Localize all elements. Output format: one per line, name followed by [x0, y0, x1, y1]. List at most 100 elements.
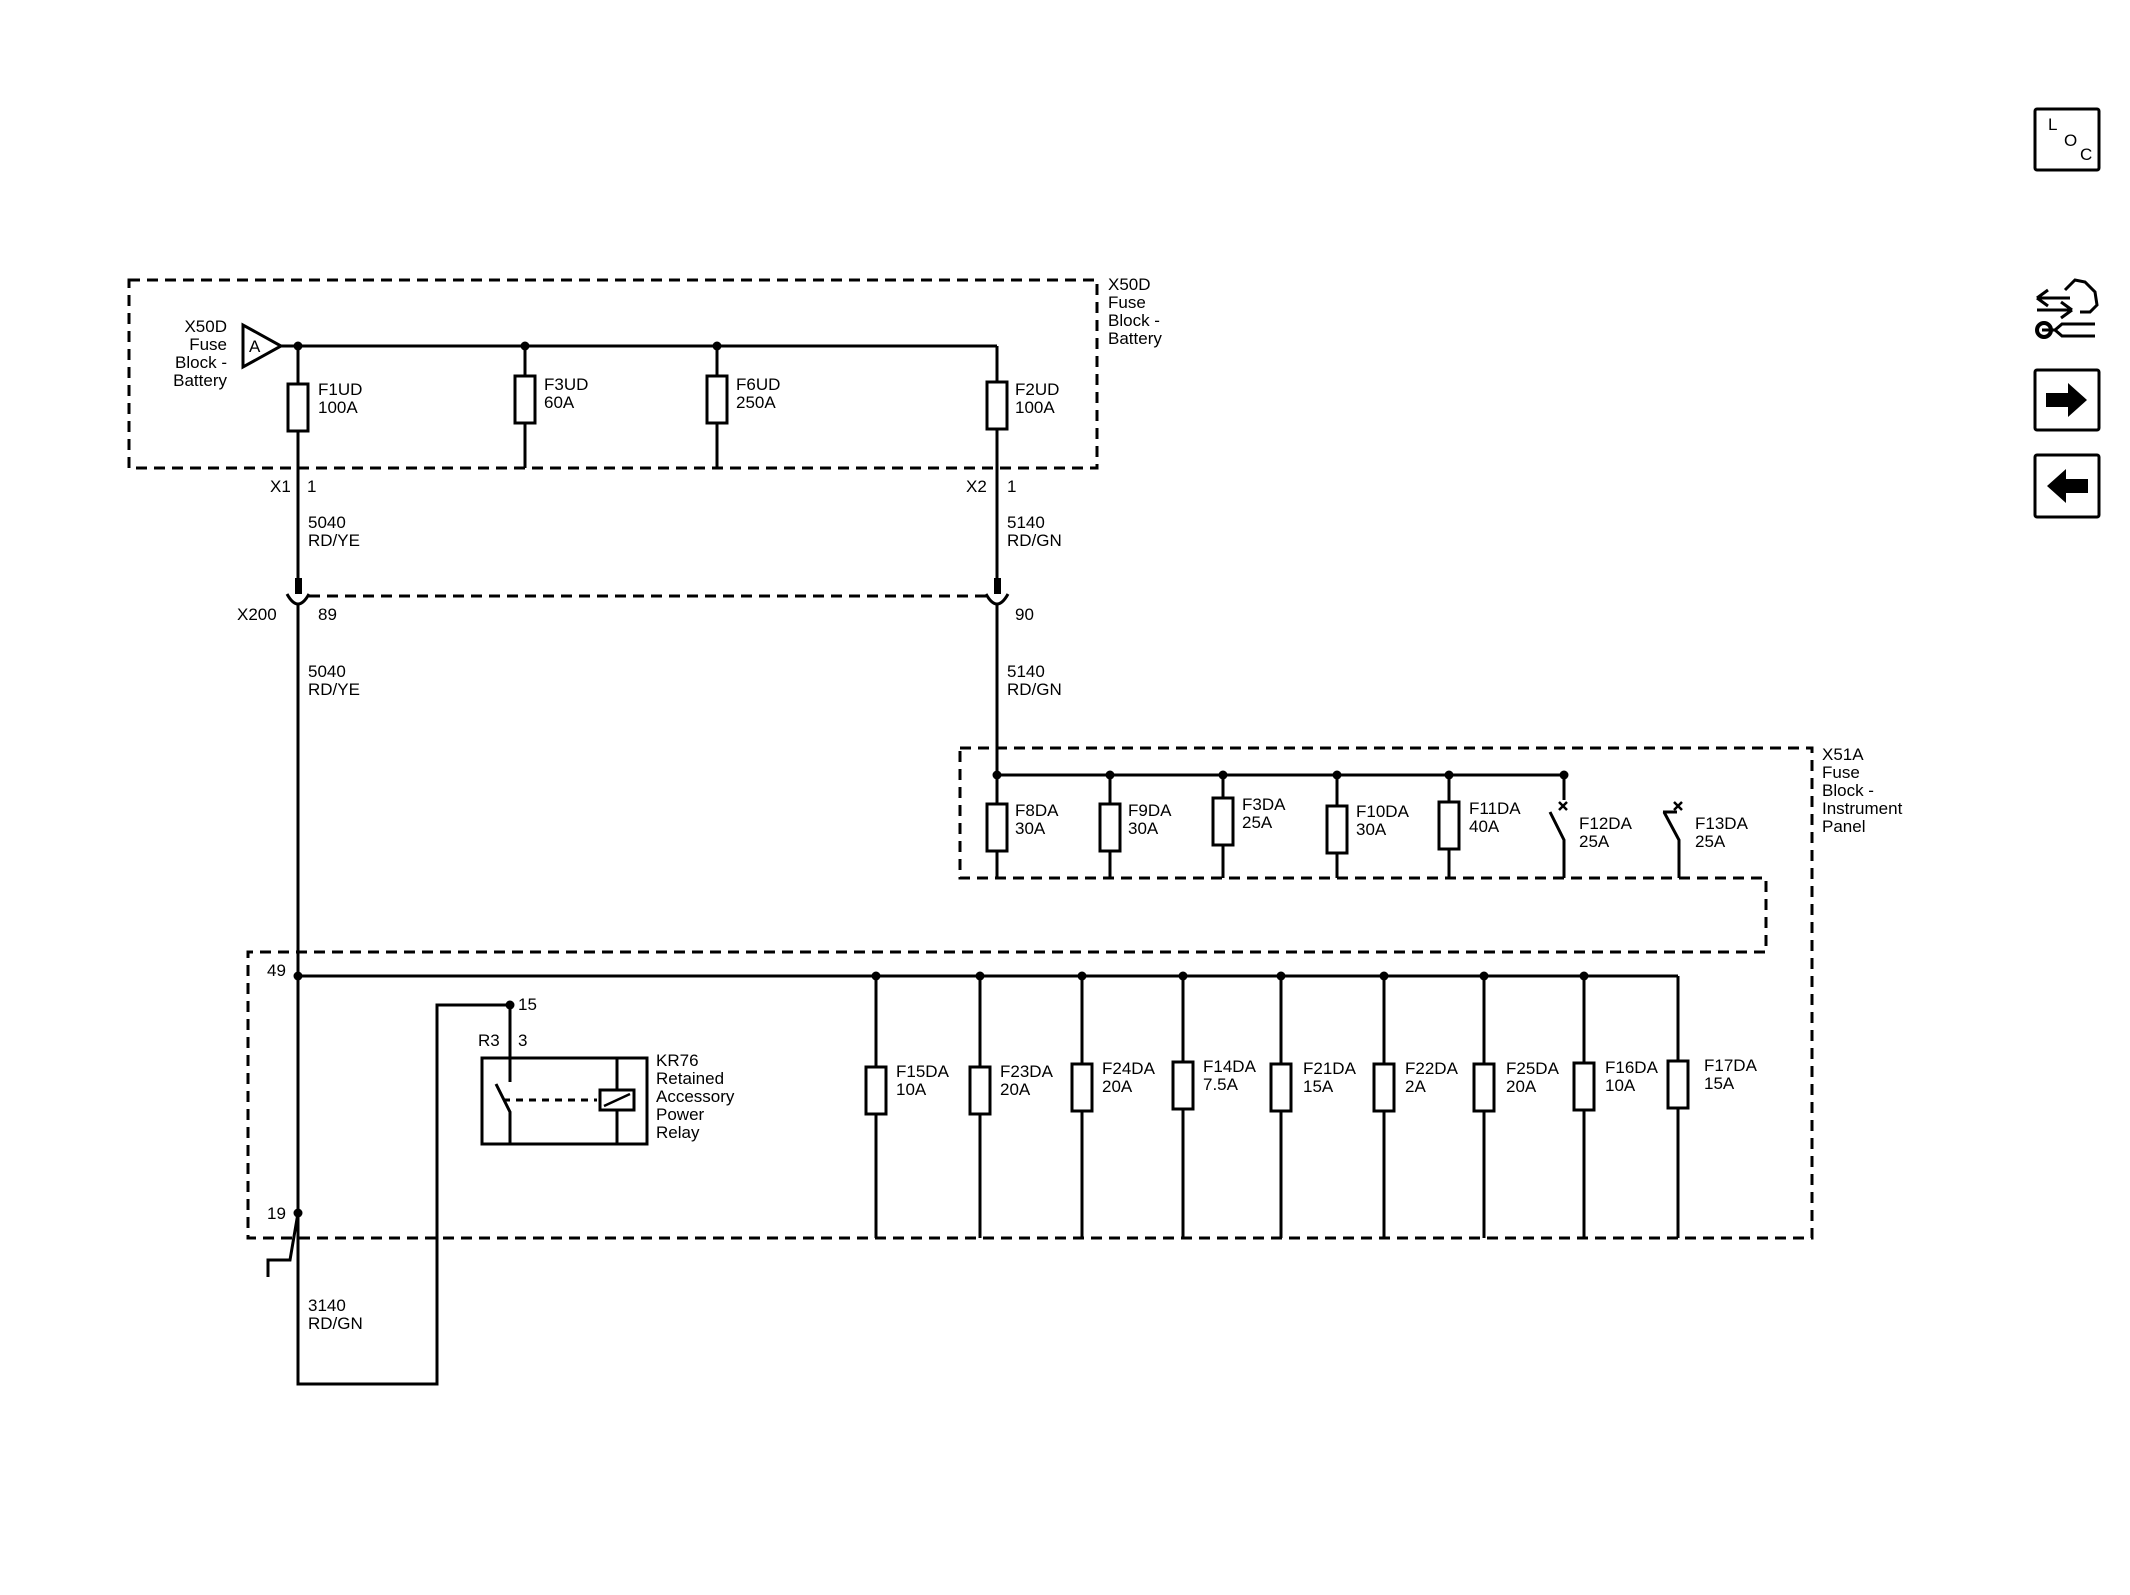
- svg-text:5040: 5040: [308, 513, 346, 532]
- svg-text:F24DA: F24DA: [1102, 1059, 1156, 1078]
- fuse-f8da: F8DA 30A: [985, 775, 1059, 878]
- wire-3140-label: 3140 RD/GN: [308, 1296, 363, 1333]
- svg-text:RD/GN: RD/GN: [1007, 531, 1062, 550]
- circuit-breaker-f13da: F13DA 25A: [1662, 801, 1749, 878]
- svg-text:Block -: Block -: [175, 353, 227, 372]
- circuit-breaker-f12da: F12DA 25A: [1548, 775, 1633, 878]
- svg-text:F25DA: F25DA: [1506, 1059, 1560, 1078]
- svg-text:RD/YE: RD/YE: [308, 680, 360, 699]
- loc-icon: L: [2048, 115, 2057, 134]
- connector-x2: X2: [966, 477, 987, 496]
- svg-text:F12DA: F12DA: [1579, 814, 1633, 833]
- svg-text:F8DA: F8DA: [1015, 801, 1059, 820]
- pin-49-label: 49: [267, 961, 286, 980]
- fuse-f9da: F9DA 30A: [1098, 775, 1172, 878]
- svg-text:40A: 40A: [1469, 817, 1500, 836]
- svg-text:RD/GN: RD/GN: [1007, 680, 1062, 699]
- svg-text:20A: 20A: [1506, 1077, 1537, 1096]
- svg-text:250A: 250A: [736, 393, 776, 412]
- svg-text:RD/GN: RD/GN: [308, 1314, 363, 1333]
- svg-text:Power: Power: [656, 1105, 705, 1124]
- fuse-f1ud: F1UD 100A: [286, 346, 362, 580]
- fuse-f14da: F14DA 7.5A: [1171, 976, 1257, 1238]
- connector-x200-pin-89: 89: [318, 605, 337, 624]
- connector-x1: X1: [270, 477, 291, 496]
- fuse-f16da: F16DA 10A: [1572, 976, 1659, 1238]
- svg-text:20A: 20A: [1000, 1080, 1031, 1099]
- connector-x1-pin: 1: [307, 477, 316, 496]
- svg-text:30A: 30A: [1356, 820, 1387, 839]
- svg-text:10A: 10A: [896, 1080, 927, 1099]
- svg-text:X50D: X50D: [184, 317, 227, 336]
- fuse-f21da: F21DA 15A: [1269, 976, 1357, 1238]
- svg-text:C: C: [2080, 145, 2092, 164]
- previous-page-button[interactable]: [2033, 453, 2101, 519]
- svg-text:F11DA: F11DA: [1469, 799, 1521, 818]
- svg-text:F16DA: F16DA: [1605, 1058, 1659, 1077]
- fuse-f10da: F10DA 30A: [1325, 775, 1410, 878]
- fuse-f2ud: F2UD 100A: [985, 346, 1059, 580]
- svg-text:F3DA: F3DA: [1242, 795, 1286, 814]
- svg-text:F1UD: F1UD: [318, 380, 362, 399]
- battery-terminal-a: A: [241, 322, 285, 370]
- svg-text:3140: 3140: [308, 1296, 346, 1315]
- relay-kr76-label: KR76 Retained Accessory Power Relay: [656, 1051, 735, 1142]
- x50d-block-label: X50D Fuse Block - Battery: [1108, 275, 1162, 348]
- arrow-left-icon: [2047, 469, 2088, 503]
- svg-text:F2UD: F2UD: [1015, 380, 1059, 399]
- svg-text:X50D: X50D: [1108, 275, 1151, 294]
- svg-text:F10DA: F10DA: [1356, 802, 1410, 821]
- svg-text:15A: 15A: [1303, 1077, 1334, 1096]
- fuse-f15da: F15DA 10A: [864, 976, 950, 1238]
- svg-text:Block -: Block -: [1822, 781, 1874, 800]
- svg-text:F14DA: F14DA: [1203, 1057, 1257, 1076]
- next-page-button[interactable]: [2033, 368, 2101, 432]
- connector-r3-pin: 3: [518, 1031, 527, 1050]
- svg-text:A: A: [249, 337, 261, 356]
- svg-text:30A: 30A: [1128, 819, 1159, 838]
- svg-text:Fuse: Fuse: [189, 335, 227, 354]
- svg-text:Panel: Panel: [1822, 817, 1865, 836]
- fuse-f3da: F3DA 25A: [1211, 775, 1286, 878]
- svg-text:Battery: Battery: [1108, 329, 1162, 348]
- svg-text:2A: 2A: [1405, 1077, 1426, 1096]
- svg-text:Battery: Battery: [173, 371, 227, 390]
- wire-3140: [296, 1003, 512, 1386]
- connector-x2-pin: 1: [1007, 477, 1016, 496]
- svg-text:7.5A: 7.5A: [1203, 1075, 1239, 1094]
- wire-5040-lower-label: 5040 RD/YE: [308, 662, 360, 699]
- svg-text:F17DA: F17DA: [1704, 1056, 1758, 1075]
- svg-text:F21DA: F21DA: [1303, 1059, 1357, 1078]
- svg-text:O: O: [2064, 131, 2077, 150]
- svg-text:25A: 25A: [1579, 832, 1610, 851]
- wire-5140-lower-label: 5140 RD/GN: [1007, 662, 1062, 699]
- svg-text:10A: 10A: [1605, 1076, 1636, 1095]
- fuse-f11da: F11DA 40A: [1437, 775, 1521, 878]
- svg-text:100A: 100A: [1015, 398, 1055, 417]
- fuse-f6ud: F6UD 250A: [705, 346, 780, 468]
- x51a-block-label: X51A Fuse Block - Instrument Panel: [1822, 745, 1903, 836]
- svg-text:15A: 15A: [1704, 1074, 1735, 1093]
- wire-5140-upper-label: 5140 RD/GN: [1007, 513, 1062, 550]
- loc-button[interactable]: L O C: [2033, 107, 2101, 172]
- svg-text:F22DA: F22DA: [1405, 1059, 1459, 1078]
- svg-text:F15DA: F15DA: [896, 1062, 950, 1081]
- svg-text:30A: 30A: [1015, 819, 1046, 838]
- connector-x200: [285, 578, 1010, 1378]
- svg-text:20A: 20A: [1102, 1077, 1133, 1096]
- fuse-f22da: F22DA 2A: [1372, 976, 1459, 1238]
- fuse-f24da: F24DA 20A: [1070, 976, 1156, 1238]
- svg-text:F23DA: F23DA: [1000, 1062, 1054, 1081]
- x51a-fuse-block-outline: [246, 746, 1814, 1240]
- wire-5040-upper-label: 5040 RD/YE: [308, 513, 360, 550]
- junction-dot: [293, 971, 303, 981]
- svg-text:25A: 25A: [1695, 832, 1726, 851]
- x50d-fuse-block-outline: [127, 278, 1099, 470]
- svg-text:Fuse: Fuse: [1108, 293, 1146, 312]
- svg-text:F6UD: F6UD: [736, 375, 780, 394]
- svg-text:60A: 60A: [544, 393, 575, 412]
- svg-text:KR76: KR76: [656, 1051, 699, 1070]
- junction-dot: [505, 1000, 515, 1010]
- svg-text:F13DA: F13DA: [1695, 814, 1749, 833]
- connector-wrench-icon[interactable]: [2035, 278, 2099, 339]
